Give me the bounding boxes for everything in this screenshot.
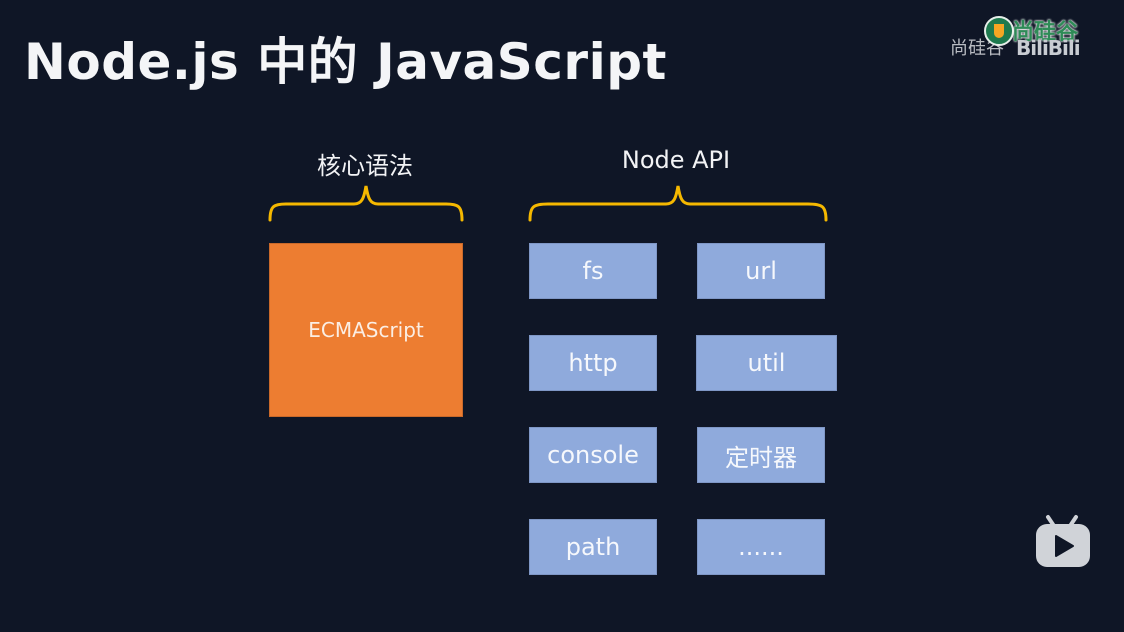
api-group-brace — [528, 185, 828, 222]
slide-title: Node.js 中的 JavaScript — [24, 33, 667, 91]
api-box-fs: fs — [529, 243, 657, 299]
api-box-http: http — [529, 335, 657, 391]
watermark: 尚硅谷 尚硅谷 BiliBili — [950, 16, 1120, 62]
api-group-label: Node API — [621, 146, 731, 174]
api-box-more: ...... — [697, 519, 825, 575]
api-box-url: url — [697, 243, 825, 299]
api-box-console: console — [529, 427, 657, 483]
api-box-timers: 定时器 — [697, 427, 825, 483]
core-group-brace — [268, 185, 464, 222]
ecmascript-box: ECMAScript — [269, 243, 463, 417]
brand-logo-icon — [984, 16, 1014, 46]
watermark-platform: BiliBili — [1016, 36, 1081, 60]
api-box-path: path — [529, 519, 657, 575]
api-box-util: util — [696, 335, 837, 391]
bilibili-tv-icon[interactable] — [1034, 514, 1092, 570]
watermark-brand: 尚硅谷 — [1012, 20, 1079, 45]
core-group-label: 核心语法 — [317, 152, 413, 180]
